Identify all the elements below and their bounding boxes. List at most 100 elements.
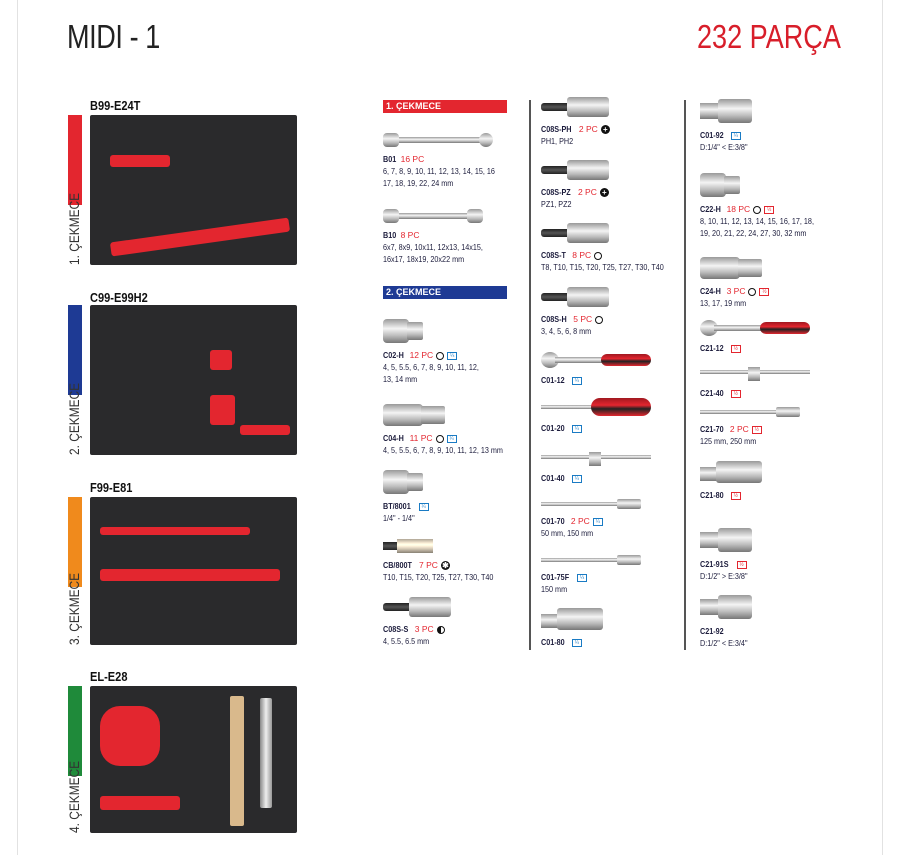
product-sizes: PH1, PH2 bbox=[541, 136, 574, 146]
drive-quarter-icon: ¼ bbox=[447, 351, 458, 360]
product-sizes: 6, 7, 8, 9, 10, 11, 12, 13, 14, 15, 16 bbox=[383, 166, 495, 176]
drive-half-icon: ½ bbox=[764, 205, 775, 214]
drive-half-icon: ½ bbox=[730, 389, 741, 398]
product-code: C08S-H bbox=[541, 314, 567, 324]
product-code: C08S-PZ bbox=[541, 187, 571, 197]
product-item: C21-80 ½ bbox=[700, 489, 741, 501]
extension-image bbox=[541, 555, 641, 565]
drive-quarter-icon: ¼ bbox=[730, 131, 741, 140]
product-sizes: 13, 14 mm bbox=[383, 374, 418, 384]
piece-count: 5 PC bbox=[573, 314, 593, 324]
drive-quarter-icon: ¼ bbox=[571, 474, 582, 483]
deepsocket-image bbox=[383, 404, 445, 426]
drawer-3-code: F99-E81 bbox=[90, 480, 133, 495]
product-sizes: 4, 5.5, 6.5 mm bbox=[383, 636, 430, 646]
driver-image bbox=[541, 398, 651, 416]
drawer-4-code: EL-E28 bbox=[90, 669, 128, 684]
product-code: C22-H bbox=[700, 204, 721, 214]
deepsocket-image bbox=[700, 257, 762, 279]
drive-quarter-icon: ¼ bbox=[571, 424, 582, 433]
product-code: CB/800T bbox=[383, 560, 412, 570]
adapter-image bbox=[700, 99, 752, 123]
piece-count: 18 PC bbox=[726, 204, 751, 214]
tbar-image bbox=[541, 452, 651, 466]
ujoint-image bbox=[541, 608, 603, 630]
product-code: C08S-T bbox=[541, 250, 566, 260]
piece-count: 3 PC bbox=[414, 624, 434, 634]
product-sizes: T8, T10, T15, T20, T25, T27, T30, T40 bbox=[541, 262, 664, 272]
drive-quarter-icon: ¼ bbox=[592, 517, 603, 526]
section-header-drawer-2: 2. ÇEKMECE bbox=[383, 286, 507, 299]
product-sizes: 150 mm bbox=[541, 584, 568, 594]
drive-quarter-icon: ¼ bbox=[571, 376, 582, 385]
drive-half-icon: ½ bbox=[751, 425, 762, 434]
circle-icon bbox=[595, 315, 604, 324]
product-sizes: D:1/2" > E:3/8" bbox=[700, 571, 748, 581]
slotted-icon bbox=[436, 625, 445, 634]
drawer-4-image bbox=[90, 686, 297, 833]
product-sizes: PZ1, PZ2 bbox=[541, 199, 572, 209]
drive-quarter-icon: ¼ bbox=[577, 573, 588, 582]
parts-count: 232 PARÇA bbox=[697, 18, 841, 55]
drawer-1-label: 1. ÇEKMECE bbox=[66, 192, 82, 265]
product-sizes: 1/4" - 1/4" bbox=[383, 513, 415, 523]
product-code: C21-91S bbox=[700, 559, 729, 569]
product-code: C08S-S bbox=[383, 624, 409, 634]
product-code: BT/8001 bbox=[383, 501, 411, 511]
product-sizes: 50 mm, 150 mm bbox=[541, 528, 594, 538]
circle-icon bbox=[435, 434, 444, 443]
bit-image bbox=[383, 539, 433, 553]
product-sizes: 19, 20, 21, 22, 24, 27, 30, 32 mm bbox=[700, 228, 807, 238]
openwrench-image bbox=[383, 209, 483, 223]
product-sizes: 4, 5, 5.5, 6, 7, 8, 9, 10, 11, 12, 13 mm bbox=[383, 445, 503, 455]
drive-half-icon: ½ bbox=[736, 560, 747, 569]
page-border-right bbox=[882, 0, 883, 855]
product-sizes: T10, T15, T20, T25, T27, T30, T40 bbox=[383, 572, 494, 582]
piece-count: 2 PC bbox=[577, 187, 597, 197]
product-code: B01 bbox=[383, 154, 397, 164]
piece-count: 12 PC bbox=[409, 350, 434, 360]
product-sizes: 6x7, 8x9, 10x11, 12x13, 14x15, bbox=[383, 242, 483, 252]
drawer-4-label: 4. ÇEKMECE bbox=[66, 760, 82, 833]
ratchet-image bbox=[541, 352, 651, 368]
drive-half-icon: ½ bbox=[730, 491, 741, 500]
section-header-drawer-1: 1. ÇEKMECE bbox=[383, 100, 507, 113]
drawer-4-color-bar bbox=[68, 686, 82, 776]
drawer-3-image bbox=[90, 497, 297, 645]
drawer-3-label: 3. ÇEKMECE bbox=[66, 572, 82, 645]
circle-icon bbox=[594, 251, 603, 260]
ujoint-image bbox=[700, 461, 762, 483]
bitsocket-image bbox=[541, 97, 609, 117]
drive-quarter-icon: ¼ bbox=[571, 638, 582, 647]
drawer-1-code: B99-E24T bbox=[90, 98, 141, 113]
piece-count: 7 PC bbox=[419, 560, 438, 570]
product-code: C01-20 bbox=[541, 423, 565, 433]
product-sizes: D:1/4" < E:3/8" bbox=[700, 142, 748, 152]
product-code: C21-92 bbox=[700, 626, 724, 636]
bitsocket-image bbox=[541, 223, 609, 243]
piece-count: 8 PC bbox=[400, 230, 420, 240]
drawer-2-label: 2. ÇEKMECE bbox=[66, 382, 82, 455]
product-code: C21-80 bbox=[700, 490, 724, 500]
column-divider bbox=[529, 100, 531, 650]
drawer-2-color-bar bbox=[68, 305, 82, 395]
drawer-3-color-bar bbox=[68, 497, 82, 587]
bitsocket-image bbox=[541, 160, 609, 180]
adapter-image bbox=[700, 528, 752, 552]
bitsocket-image bbox=[383, 597, 451, 617]
